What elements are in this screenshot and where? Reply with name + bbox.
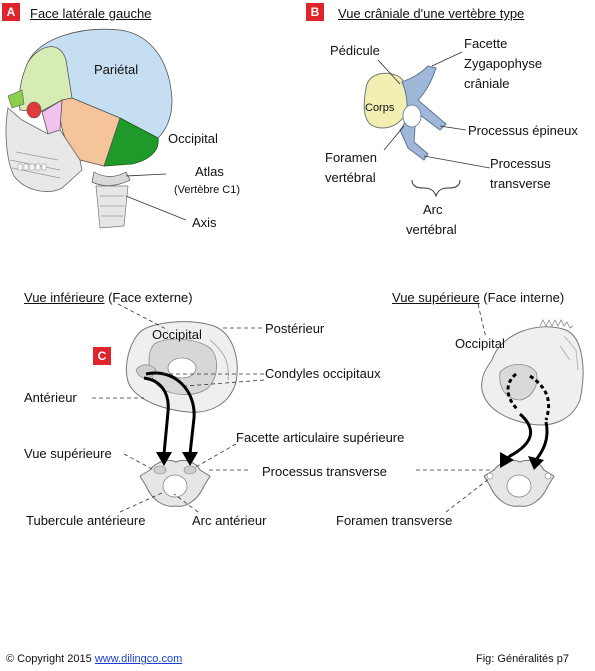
articulation-arrows-left	[143, 371, 198, 466]
label-facette-1: Facette	[464, 36, 508, 51]
label-tubercule: Tubercule antérieure	[26, 513, 146, 528]
leader-lines-left	[92, 303, 265, 513]
label-facette-3: crâniale	[464, 76, 510, 91]
label-processus-epineux: Processus épineux	[468, 123, 578, 138]
panel-a-title: Face latérale gauche	[30, 6, 152, 21]
copyright-text: © Copyright 2015	[6, 653, 95, 665]
label-processus-transverse-1: Processus	[490, 156, 551, 171]
label-atlas: Atlas	[195, 164, 224, 179]
label-processus-transverse-c: Processus transverse	[262, 464, 387, 479]
label-anterieur: Antérieur	[24, 390, 77, 405]
label-foramen-transverse: Foramen transverse	[336, 513, 453, 528]
website-link[interactable]: www.dilingco.com	[94, 653, 183, 665]
label-corps: Corps	[365, 102, 395, 114]
cervical-spine	[91, 171, 131, 186]
orbit	[26, 101, 42, 119]
label-processus-transverse-2: transverse	[490, 176, 551, 191]
nasal-bone	[7, 89, 25, 109]
arc-brace	[411, 179, 461, 198]
panel-c-right-title-rest: (Face interne)	[479, 290, 565, 305]
label-occipital-a: Occipital	[168, 131, 218, 146]
atlas-superior-illustration-right	[483, 459, 555, 507]
label-facette-articulaire: Facette articulaire supérieure	[236, 430, 405, 445]
panel-a-badge: A	[2, 3, 20, 21]
figure-reference: Fig: Généralités p7	[476, 653, 569, 665]
leader-lines-right	[416, 303, 494, 513]
panel-c-left-title: Vue inférieure (Face externe)	[24, 290, 193, 305]
label-arc-2: vertébral	[406, 222, 457, 237]
vertebral-foramen	[402, 104, 422, 128]
vertebra-cranial-illustration	[363, 51, 491, 198]
label-facette-2: Zygapophyse	[464, 56, 543, 71]
label-occipital-c-left: Occipital	[152, 327, 202, 342]
articulation-arrows-right	[500, 372, 551, 470]
panel-c-left-title-rest: (Face externe)	[104, 290, 193, 305]
panel-c-badge: C	[93, 347, 111, 365]
panel-c-right-title-underlined: Vue supérieure	[392, 290, 480, 305]
occipital-bone	[103, 117, 159, 167]
panel-c-right-title: Vue supérieure (Face interne)	[392, 290, 564, 305]
label-occipital-c-right: Occipital	[455, 336, 505, 351]
label-foramen-2: vertébral	[325, 170, 376, 185]
label-axis: Axis	[192, 215, 217, 230]
label-vue-superieure: Vue supérieure	[24, 446, 112, 461]
label-posterieur: Postérieur	[265, 321, 325, 336]
label-arc-anterieur: Arc antérieur	[192, 513, 267, 528]
panel-b-badge: B	[306, 3, 324, 21]
label-foramen-1: Foramen	[325, 150, 378, 165]
panel-c-left-title-underlined: Vue inférieure	[24, 290, 105, 305]
footer-copyright: © Copyright 2015 www.dilingco.com	[6, 653, 182, 666]
panel-b-title: Vue crâniale d'une vertèbre type	[338, 6, 525, 21]
label-parietal: Pariétal	[94, 62, 139, 77]
label-atlas-sub: (Vertèbre C1)	[174, 184, 241, 196]
occiput-inferior-illustration	[125, 321, 238, 413]
label-arc-1: Arc	[423, 202, 443, 217]
atlas-superior-illustration-left	[139, 459, 211, 507]
label-condyles: Condyles occipitaux	[265, 366, 381, 381]
skull-lateral-illustration	[5, 28, 187, 229]
label-pedicule: Pédicule	[330, 43, 380, 58]
